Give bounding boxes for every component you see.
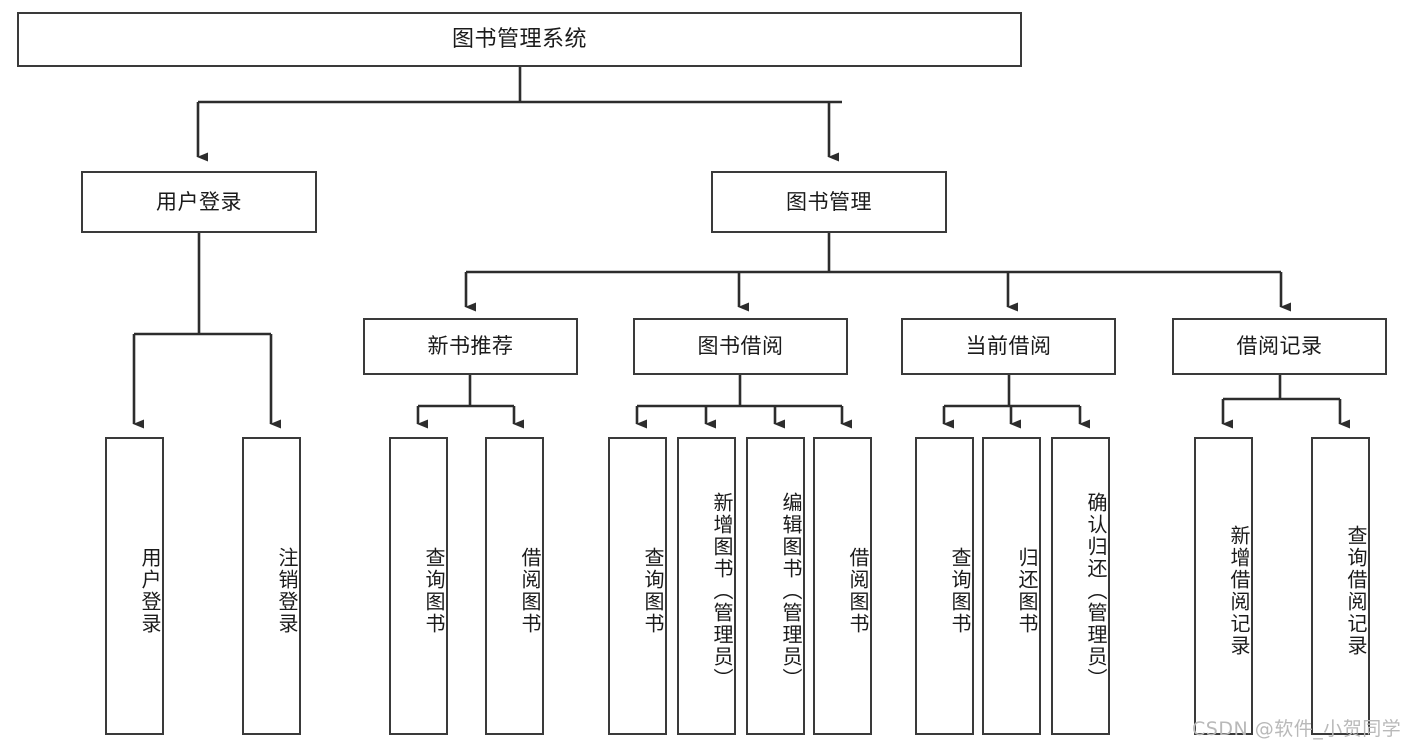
node-label: 新书推荐 xyxy=(427,334,514,359)
node-user-login[interactable]: 用户登录 xyxy=(81,171,317,233)
node-leaf-query-record[interactable]: 查询借阅记录 xyxy=(1311,437,1370,735)
node-label: 确认归还（管理员） xyxy=(1084,492,1108,690)
node-leaf-logout-login[interactable]: 注销登录 xyxy=(242,437,301,735)
node-label: 当前借阅 xyxy=(965,334,1052,359)
node-leaf-add-record[interactable]: 新增借阅记录 xyxy=(1194,437,1253,735)
node-label: 新增借阅记录 xyxy=(1227,525,1251,657)
node-label: 图书管理系统 xyxy=(451,26,587,52)
node-book-borrow[interactable]: 图书借阅 xyxy=(633,318,848,375)
node-leaf-borrow-book-1[interactable]: 借阅图书 xyxy=(485,437,544,735)
node-new-book-recommend[interactable]: 新书推荐 xyxy=(363,318,578,375)
node-leaf-borrow-book-2[interactable]: 借阅图书 xyxy=(813,437,872,735)
node-label: 图书借阅 xyxy=(697,334,784,359)
node-label: 新增图书（管理员） xyxy=(710,492,734,690)
node-leaf-return-book[interactable]: 归还图书 xyxy=(982,437,1041,735)
node-leaf-edit-book[interactable]: 编辑图书（管理员） xyxy=(746,437,805,735)
node-leaf-confirm-return[interactable]: 确认归还（管理员） xyxy=(1051,437,1110,735)
node-label: 查询借阅记录 xyxy=(1344,525,1368,657)
node-label: 归还图书 xyxy=(1015,547,1039,635)
node-label: 图书管理 xyxy=(786,189,872,214)
node-borrow-record[interactable]: 借阅记录 xyxy=(1172,318,1387,375)
node-label: 编辑图书（管理员） xyxy=(779,492,803,690)
node-label: 借阅图书 xyxy=(846,547,870,635)
node-label: 借阅记录 xyxy=(1236,334,1323,359)
node-leaf-query-book-3[interactable]: 查询图书 xyxy=(915,437,974,735)
node-label: 用户登录 xyxy=(156,189,242,214)
node-current-borrow[interactable]: 当前借阅 xyxy=(901,318,1116,375)
node-label: 注销登录 xyxy=(275,547,299,635)
node-label: 查询图书 xyxy=(641,547,665,635)
node-label: 查询图书 xyxy=(948,547,972,635)
node-label: 借阅图书 xyxy=(518,547,542,635)
node-leaf-add-book[interactable]: 新增图书（管理员） xyxy=(677,437,736,735)
watermark-text: CSDN @软件_小贺同学 xyxy=(1192,718,1402,740)
node-root-system[interactable]: 图书管理系统 xyxy=(17,12,1022,67)
node-leaf-query-book-1[interactable]: 查询图书 xyxy=(389,437,448,735)
node-leaf-user-login[interactable]: 用户登录 xyxy=(105,437,164,735)
node-book-manage[interactable]: 图书管理 xyxy=(711,171,947,233)
node-leaf-query-book-2[interactable]: 查询图书 xyxy=(608,437,667,735)
node-label: 查询图书 xyxy=(422,547,446,635)
node-label: 用户登录 xyxy=(138,547,162,635)
